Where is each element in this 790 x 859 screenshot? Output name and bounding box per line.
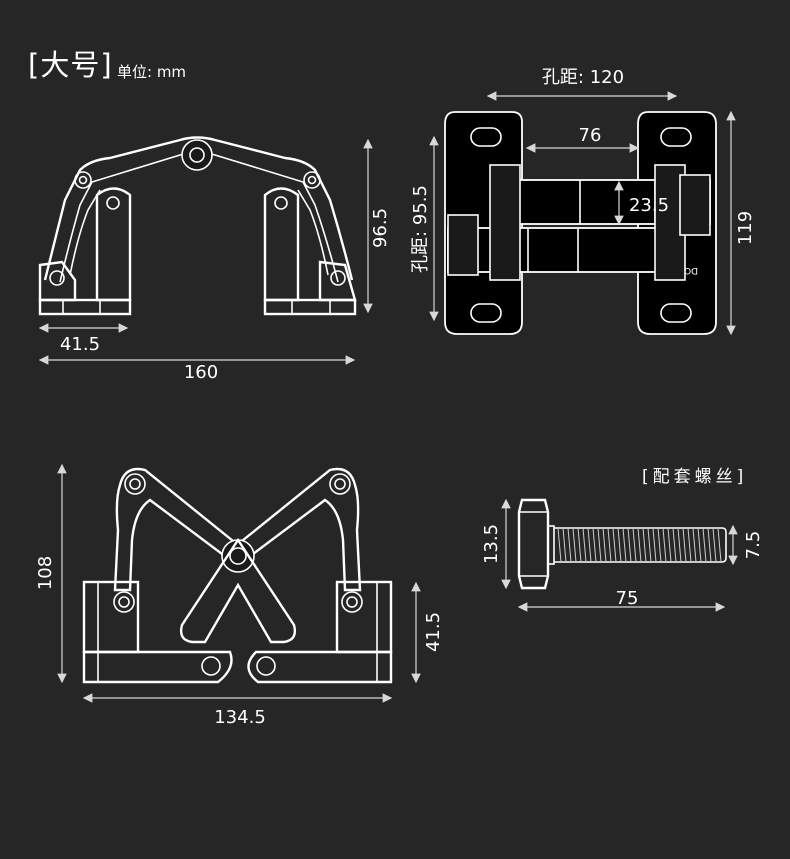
screw-thread-line bbox=[642, 527, 647, 563]
screw-thread-line bbox=[672, 527, 677, 563]
inner-spacing-dim: 76 bbox=[578, 125, 602, 146]
open-base-height-dim: 41.5 bbox=[423, 611, 444, 653]
screw-thread-line bbox=[572, 527, 577, 563]
screw-thread-line bbox=[557, 527, 562, 563]
screw-thread-line bbox=[687, 527, 692, 563]
screw-set-label: [配套螺丝] bbox=[642, 467, 748, 487]
screw-thread-line bbox=[637, 527, 642, 563]
screw-thread-line bbox=[562, 527, 567, 563]
screw-thread-line bbox=[617, 527, 622, 563]
screw-thread-line bbox=[632, 527, 637, 563]
screw-thread-line bbox=[582, 527, 587, 563]
screw-diameter-dim: 7.5 bbox=[743, 530, 764, 560]
screw-thread-line bbox=[602, 527, 607, 563]
screw-drawing bbox=[501, 498, 738, 612]
hole-spacing-dim: 孔距: 120 bbox=[541, 67, 625, 88]
screw-thread-line bbox=[692, 527, 697, 563]
screw-thread-line bbox=[577, 527, 582, 563]
screw-thread-line bbox=[652, 527, 657, 563]
screw-length-dim: 75 bbox=[615, 588, 639, 609]
hinge-plate-view: DOOR bbox=[429, 91, 736, 336]
side-width-dim: 160 bbox=[183, 362, 219, 383]
screw-thread-line bbox=[587, 527, 592, 563]
page-title: [大号] bbox=[28, 48, 113, 82]
vertical-hole-spacing-dim: 孔距: 95.5 bbox=[410, 185, 431, 273]
open-width-dim: 134.5 bbox=[214, 707, 266, 728]
screw-head-dim: 13.5 bbox=[481, 523, 502, 565]
screw-thread-line bbox=[677, 527, 682, 563]
plate-height-dim: 119 bbox=[735, 210, 756, 246]
link-width-dim: 23.5 bbox=[628, 195, 670, 216]
screw-thread-line bbox=[627, 527, 632, 563]
screw-thread-line bbox=[712, 527, 717, 563]
screw-thread-line bbox=[697, 527, 702, 563]
screw-thread-line bbox=[662, 527, 667, 563]
side-half-width-dim: 41.5 bbox=[59, 334, 101, 355]
screw-thread-line bbox=[597, 527, 602, 563]
screw-thread-line bbox=[707, 527, 712, 563]
screw-thread-line bbox=[592, 527, 597, 563]
open-height-dim: 108 bbox=[35, 555, 56, 591]
hinge-open-view bbox=[57, 463, 421, 703]
screw-thread-line bbox=[702, 527, 707, 563]
screw-thread-line bbox=[667, 527, 672, 563]
side-height-dim: 96.5 bbox=[370, 207, 391, 249]
screw-thread-line bbox=[647, 527, 652, 563]
screw-thread-line bbox=[607, 527, 612, 563]
hinge-side-view bbox=[38, 136, 373, 365]
screw-thread-line bbox=[657, 527, 662, 563]
screw-thread-line bbox=[612, 527, 617, 563]
screw-thread-line bbox=[567, 527, 572, 563]
screw-thread-line bbox=[682, 527, 687, 563]
unit-label: 单位: mm bbox=[117, 63, 187, 81]
screw-thread-line bbox=[622, 527, 627, 563]
screw-thread-line bbox=[717, 527, 722, 563]
